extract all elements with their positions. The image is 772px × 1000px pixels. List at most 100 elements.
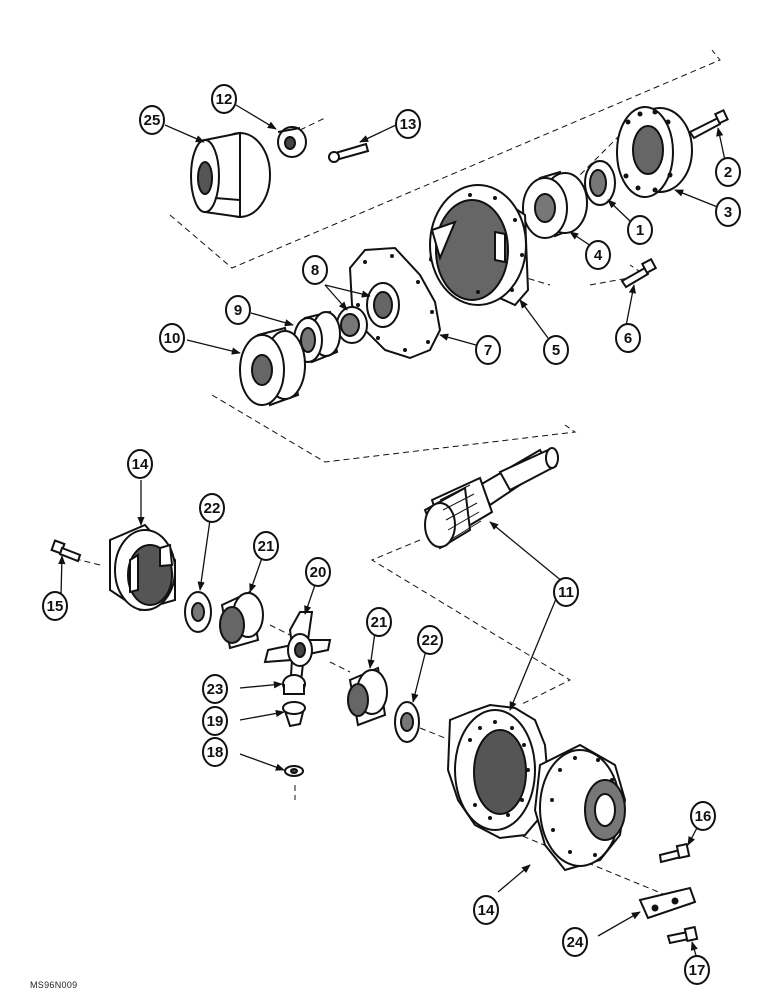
callout-c21b: 21: [366, 607, 392, 637]
callout-circle: [253, 531, 279, 561]
callout-c14b: 14: [473, 895, 499, 925]
part-20-spider-cross: [263, 611, 332, 691]
callout-label: 1: [636, 222, 644, 239]
callout-label: 10: [164, 330, 181, 347]
assembly-guide-lines: [59, 49, 721, 906]
callout-c3: 3: [715, 197, 741, 227]
callout-label: 14: [132, 456, 149, 473]
callout-label: 2: [724, 164, 732, 181]
part-17-bolt: [666, 925, 699, 945]
callout-circle: [473, 895, 499, 925]
callout-label: 3: [724, 204, 732, 221]
callout-c24: 24: [562, 927, 588, 957]
callout-c16: 16: [690, 801, 716, 831]
callout-label: 22: [204, 500, 221, 517]
callout-circle: [715, 157, 741, 187]
callout-circle: [159, 323, 185, 353]
callout-label: 23: [207, 681, 224, 698]
part-18-washer: [284, 765, 304, 777]
callout-c9: 9: [225, 295, 251, 325]
callout-circle: [199, 493, 225, 523]
callout-label: 20: [310, 564, 327, 581]
part-3-bearing-cap: [616, 106, 693, 198]
callout-label: 9: [234, 302, 242, 319]
callout-circle: [225, 295, 251, 325]
callout-circle: [127, 449, 153, 479]
callout-circle: [42, 591, 68, 621]
part-22-thrust-washer-upper: [184, 591, 212, 633]
callout-c22a: 22: [199, 493, 225, 523]
callout-label: 15: [47, 598, 64, 615]
part-5-carrier-housing: [428, 184, 530, 307]
part-1-seal: [584, 160, 616, 206]
part-4-bearing: [522, 170, 588, 239]
callout-c7: 7: [475, 335, 501, 365]
callout-c1: 1: [627, 215, 653, 245]
callout-label: 17: [689, 962, 706, 979]
part-10-bearing: [239, 326, 306, 407]
part-2-bolt: [688, 109, 729, 140]
callout-circle: [475, 335, 501, 365]
callout-label: 21: [371, 614, 388, 631]
callout-circle: [585, 240, 611, 270]
part-8-race: [336, 306, 368, 344]
callout-circle: [202, 706, 228, 736]
callout-label: 21: [258, 538, 275, 555]
callout-c15: 15: [42, 591, 68, 621]
callout-label: 18: [207, 744, 224, 761]
callout-c11a: 11: [553, 577, 579, 607]
callout-circle: [202, 737, 228, 767]
callout-c12: 12: [211, 84, 237, 114]
part-11-ring-gear: [446, 703, 550, 840]
callout-circle: [305, 557, 331, 587]
callout-circle: [202, 674, 228, 704]
callout-c17: 17: [684, 955, 710, 985]
callout-c14a: 14: [127, 449, 153, 479]
callout-c22b: 22: [417, 625, 443, 655]
part-21-side-gear-upper: [219, 590, 264, 650]
callout-label: 4: [594, 247, 603, 264]
callout-label: 12: [216, 91, 233, 108]
figure-reference-code: MS96N009: [30, 980, 78, 990]
callout-circle: [395, 109, 421, 139]
part-21-side-gear-lower: [347, 666, 388, 727]
callout-circle: [562, 927, 588, 957]
callout-circle: [211, 84, 237, 114]
callout-bubbles: 1234567891011121314141516171819202121222…: [42, 84, 741, 985]
part-13-cotter-pin: [328, 142, 370, 163]
callout-c5: 5: [543, 335, 569, 365]
part-7-gasket-plate: [348, 246, 442, 360]
callout-label: 22: [422, 632, 439, 649]
part-12-nut: [277, 126, 307, 158]
callout-label: 13: [400, 116, 417, 133]
callout-label: 24: [567, 934, 584, 951]
callout-circle: [627, 215, 653, 245]
callout-circle: [302, 255, 328, 285]
callout-c21a: 21: [253, 531, 279, 561]
callout-c25: 25: [139, 105, 165, 135]
callout-circle: [366, 607, 392, 637]
part-25-flanged-hub: [190, 131, 271, 219]
callout-label: 8: [311, 262, 319, 279]
callout-circle: [684, 955, 710, 985]
part-23-spacer: [282, 674, 306, 695]
callout-circle: [690, 801, 716, 831]
callout-label: 11: [558, 584, 574, 601]
part-11-pinion-shaft: [423, 447, 559, 550]
callout-circle: [139, 105, 165, 135]
part-14-case-half-upper: [109, 523, 176, 612]
callout-c18: 18: [202, 737, 228, 767]
callout-circle: [553, 577, 579, 607]
callout-c6: 6: [615, 323, 641, 353]
callout-circle: [417, 625, 443, 655]
part-9-bearing-cup: [293, 310, 341, 364]
callout-c23: 23: [202, 674, 228, 704]
callout-circle: [615, 323, 641, 353]
callout-label: 25: [144, 112, 161, 129]
part-24-lock-plate: [638, 886, 697, 920]
callout-circle: [715, 197, 741, 227]
callout-c4: 4: [585, 240, 611, 270]
callout-c10: 10: [159, 323, 185, 353]
